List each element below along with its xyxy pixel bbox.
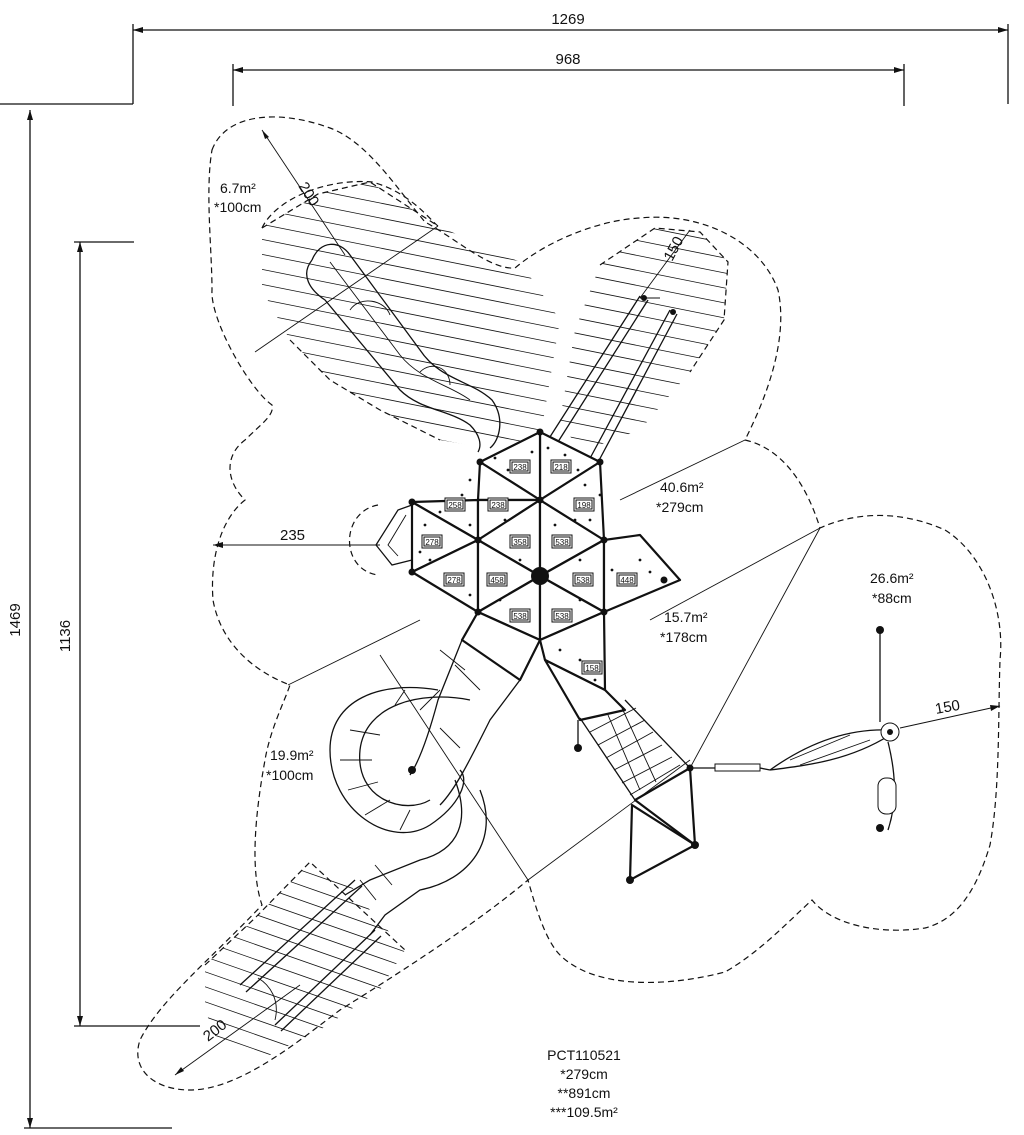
svg-text:*100cm: *100cm <box>214 199 261 215</box>
product-area: ***109.5m² <box>550 1104 618 1120</box>
spiral-tube-slide <box>329 639 521 936</box>
area-label-bridge: 15.7m² *178cm <box>660 609 708 645</box>
panel-tag-label: 238 <box>513 463 527 472</box>
panel-tag-label: 258 <box>448 501 462 510</box>
platform-deck <box>408 428 682 872</box>
panel-tag: 278 <box>443 572 465 587</box>
inner-height-label: 1136 <box>57 620 74 652</box>
climber-impact-area <box>560 227 729 452</box>
panel-tag: 358 <box>509 534 531 549</box>
panel-tag-label: 458 <box>490 576 504 585</box>
panel-tag-label: 538 <box>513 612 527 621</box>
panel-tag: 198 <box>573 497 595 512</box>
panel-tag-label: 278 <box>447 576 461 585</box>
climber-top-clearance-dimension: 150 <box>639 229 691 299</box>
panel-tag-label: 358 <box>513 538 527 547</box>
slide-bottom-clearance-label: 200 <box>200 1016 230 1045</box>
svg-text:6.7m²: 6.7m² <box>220 180 256 196</box>
product-length: **891cm <box>558 1085 611 1101</box>
panel-tag-label: 538 <box>555 612 569 621</box>
area-label-slide: 6.7m² *100cm <box>214 180 261 215</box>
product-code: PCT110521 <box>547 1047 621 1063</box>
panel-tag-label: 238 <box>491 501 505 510</box>
overall-width-label: 1269 <box>551 11 584 28</box>
dimension-overall-width: 1269 <box>0 11 1009 105</box>
svg-text:19.9m²: 19.9m² <box>270 747 314 763</box>
rope-swing <box>692 626 900 832</box>
panel-tag: 238 <box>509 459 531 474</box>
panel-tag: 538 <box>551 608 573 623</box>
side-clearance-dimension: 235 <box>213 527 380 548</box>
product-info: PCT110521 *279cm **891cm ***109.5m² <box>547 1047 621 1120</box>
overall-height-label: 1469 <box>7 603 24 636</box>
svg-text:*279cm: *279cm <box>656 499 703 515</box>
panel-tag: 458 <box>486 572 508 587</box>
panel-tag: 158 <box>581 660 603 675</box>
climber-top-clearance-label: 150 <box>661 234 688 264</box>
area-label-spiral: 19.9m² *100cm <box>266 747 314 783</box>
panel-tag-label: 198 <box>577 501 591 510</box>
svg-text:15.7m²: 15.7m² <box>664 609 708 625</box>
panel-tag-label: 218 <box>554 463 568 472</box>
product-free-fall-height: *279cm <box>560 1066 607 1082</box>
panel-tag: 538 <box>509 608 531 623</box>
dimension-inner-width: 968 <box>232 51 905 106</box>
slide-impact-area-bottom <box>204 861 406 1055</box>
panel-tag-label: 278 <box>425 538 439 547</box>
svg-text:26.6m²: 26.6m² <box>870 570 914 586</box>
area-label-tower: 40.6m² *279cm <box>656 479 704 515</box>
svg-text:40.6m²: 40.6m² <box>660 479 704 495</box>
svg-text:*100cm: *100cm <box>266 767 313 783</box>
svg-text:*88cm: *88cm <box>872 590 912 606</box>
area-label-swing: 26.6m² *88cm <box>870 570 914 606</box>
swing-clearance-dimension: 150 <box>899 697 1001 729</box>
bottom-ladder <box>239 879 382 1032</box>
slide-top-inner-zone <box>261 180 439 229</box>
svg-text:*178cm: *178cm <box>660 629 707 645</box>
net-bridge <box>543 658 699 884</box>
panel-tag-label: 538 <box>555 538 569 547</box>
panel-tag: 538 <box>551 534 573 549</box>
side-slide <box>375 504 413 566</box>
panel-tag: 448 <box>616 572 638 587</box>
dimension-overall-height: 1469 <box>7 110 172 1129</box>
zone-divider-lines <box>254 225 821 881</box>
swing-clearance-label: 150 <box>934 697 962 718</box>
panel-tag: 258 <box>444 497 466 512</box>
panel-tag: 538 <box>572 572 594 587</box>
inner-width-label: 968 <box>555 51 580 68</box>
panel-tag-label: 538 <box>576 576 590 585</box>
slide-top-clearance-label: 200 <box>295 179 323 209</box>
side-slide-zone <box>348 504 379 576</box>
slide-top-clearance-dimension: 200 <box>261 129 346 256</box>
side-clearance-label: 235 <box>280 527 305 544</box>
ladder-climber <box>547 295 678 467</box>
safety-zone-outline <box>137 116 1002 1091</box>
panel-tag-label: 158 <box>585 664 599 673</box>
panel-labels: 238 218 258 238 198 278 358 538 278 458 538 448 538 5… <box>421 459 683 850</box>
panel-tag-label: 448 <box>620 576 634 585</box>
straight-slide <box>306 243 501 453</box>
dimension-inner-height: 1136 <box>57 241 200 1027</box>
panel-tag: 238 <box>487 497 509 512</box>
panel-tag: 218 <box>550 459 572 474</box>
panel-tag: 278 <box>421 534 443 549</box>
